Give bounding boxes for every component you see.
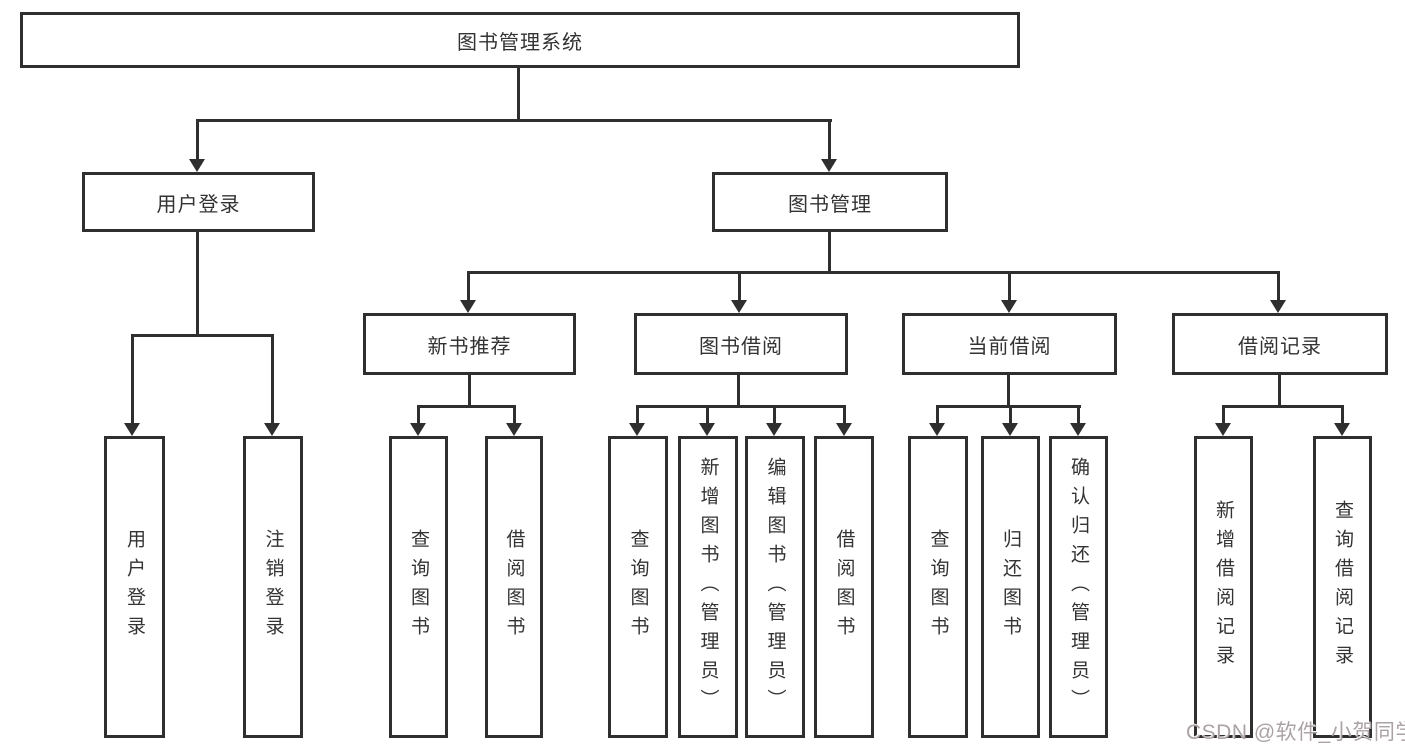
arrowhead-icon: [1001, 300, 1017, 313]
node-new-book-recommend: 新书推荐: [363, 313, 576, 375]
node-label: 确认归还（管理员）: [1068, 456, 1089, 718]
connector-line: [196, 232, 199, 337]
arrowhead-icon: [1070, 423, 1086, 436]
leaf-confirm-return-admin: 确认归还（管理员）: [1049, 436, 1108, 738]
connector-line: [517, 68, 520, 122]
leaf-query-books-recommend: 查询图书: [389, 436, 448, 738]
connector-line: [737, 375, 740, 408]
connector-line: [1222, 405, 1343, 408]
connector-line: [196, 119, 199, 161]
arrowhead-icon: [929, 423, 945, 436]
arrowhead-icon: [1334, 423, 1350, 436]
arrowhead-icon: [264, 423, 280, 436]
arrowhead-icon: [1270, 300, 1286, 313]
connector-line: [131, 334, 134, 424]
node-borrowing-records: 借阅记录: [1172, 313, 1388, 375]
connector-line: [773, 405, 776, 425]
connector-line: [1277, 271, 1280, 303]
leaf-query-books-current: 查询图书: [908, 436, 968, 738]
arrowhead-icon: [629, 423, 645, 436]
connector-line: [1222, 405, 1225, 425]
leaf-return-books: 归还图书: [981, 436, 1040, 738]
leaf-query-borrow-record: 查询借阅记录: [1313, 436, 1372, 738]
node-label: 图书管理: [788, 193, 872, 216]
arrowhead-icon: [410, 423, 426, 436]
arrowhead-icon: [506, 423, 522, 436]
arrowhead-icon: [699, 423, 715, 436]
arrowhead-icon: [1215, 423, 1231, 436]
connector-line: [468, 375, 471, 408]
node-label: 新增借阅记录: [1213, 500, 1234, 674]
connector-line: [828, 119, 831, 161]
leaf-query-books-borrowing: 查询图书: [608, 436, 668, 738]
node-label: 借阅图书: [833, 529, 855, 645]
node-book-borrowing: 图书借阅: [634, 313, 848, 375]
node-label: 用户登录: [156, 193, 241, 216]
leaf-borrow-books-recommend: 借阅图书: [485, 436, 543, 738]
arrowhead-icon: [1002, 423, 1018, 436]
arrowhead-icon: [766, 423, 782, 436]
leaf-add-borrow-record: 新增借阅记录: [1194, 436, 1253, 738]
node-label: 借阅记录: [1238, 335, 1322, 358]
node-label: 编辑图书（管理员）: [764, 456, 786, 718]
connector-line: [636, 405, 639, 425]
connector-line: [738, 271, 741, 303]
connector-line: [936, 405, 939, 425]
connector-line: [936, 405, 1081, 408]
arrowhead-icon: [821, 159, 837, 172]
connector-line: [417, 405, 420, 425]
connector-line: [271, 334, 274, 424]
connector-line: [1008, 271, 1011, 303]
node-label: 查询图书: [627, 529, 649, 645]
connector-line: [131, 334, 274, 337]
node-label: 借阅图书: [503, 529, 525, 645]
connector-line: [828, 232, 831, 274]
csdn-watermark: CSDN @软件_小贺同学: [1186, 721, 1405, 744]
connector-line: [467, 271, 470, 303]
connector-line: [1009, 405, 1012, 425]
connector-line: [1077, 405, 1080, 425]
arrowhead-icon: [731, 300, 747, 313]
connector-line: [636, 405, 846, 408]
connector-line: [196, 119, 832, 122]
node-book-management: 图书管理: [712, 172, 948, 232]
leaf-edit-books-admin: 编辑图书（管理员）: [745, 436, 805, 738]
node-label: 新增图书（管理员）: [697, 456, 719, 718]
node-current-borrowing: 当前借阅: [902, 313, 1117, 375]
node-label: 查询图书: [408, 529, 429, 645]
node-label: 注销登录: [262, 529, 284, 645]
node-library-management-system: 图书管理系统: [20, 12, 1020, 68]
node-label: 图书管理系统: [457, 31, 583, 54]
leaf-logout: 注销登录: [243, 436, 303, 738]
connector-line: [1278, 375, 1281, 408]
node-label: 归还图书: [1000, 529, 1021, 645]
node-label: 新书推荐: [427, 335, 512, 358]
leaf-user-login: 用户登录: [104, 436, 165, 738]
node-user-login: 用户登录: [82, 172, 315, 232]
arrowhead-icon: [124, 423, 140, 436]
leaf-borrow-books: 借阅图书: [814, 436, 874, 738]
arrowhead-icon: [836, 423, 852, 436]
connector-line: [417, 405, 516, 408]
node-label: 查询借阅记录: [1332, 500, 1353, 674]
node-label: 用户登录: [124, 529, 145, 645]
connector-line: [467, 271, 1280, 274]
node-label: 图书借阅: [699, 335, 783, 358]
connector-line: [1007, 375, 1010, 408]
leaf-add-books-admin: 新增图书（管理员）: [678, 436, 738, 738]
node-label: 当前借阅: [967, 335, 1052, 358]
arrowhead-icon: [189, 159, 205, 172]
node-label: 查询图书: [927, 529, 949, 645]
connector-line: [513, 405, 516, 425]
connector-line: [843, 405, 846, 425]
arrowhead-icon: [460, 300, 476, 313]
connector-line: [706, 405, 709, 425]
connector-line: [1341, 405, 1344, 425]
